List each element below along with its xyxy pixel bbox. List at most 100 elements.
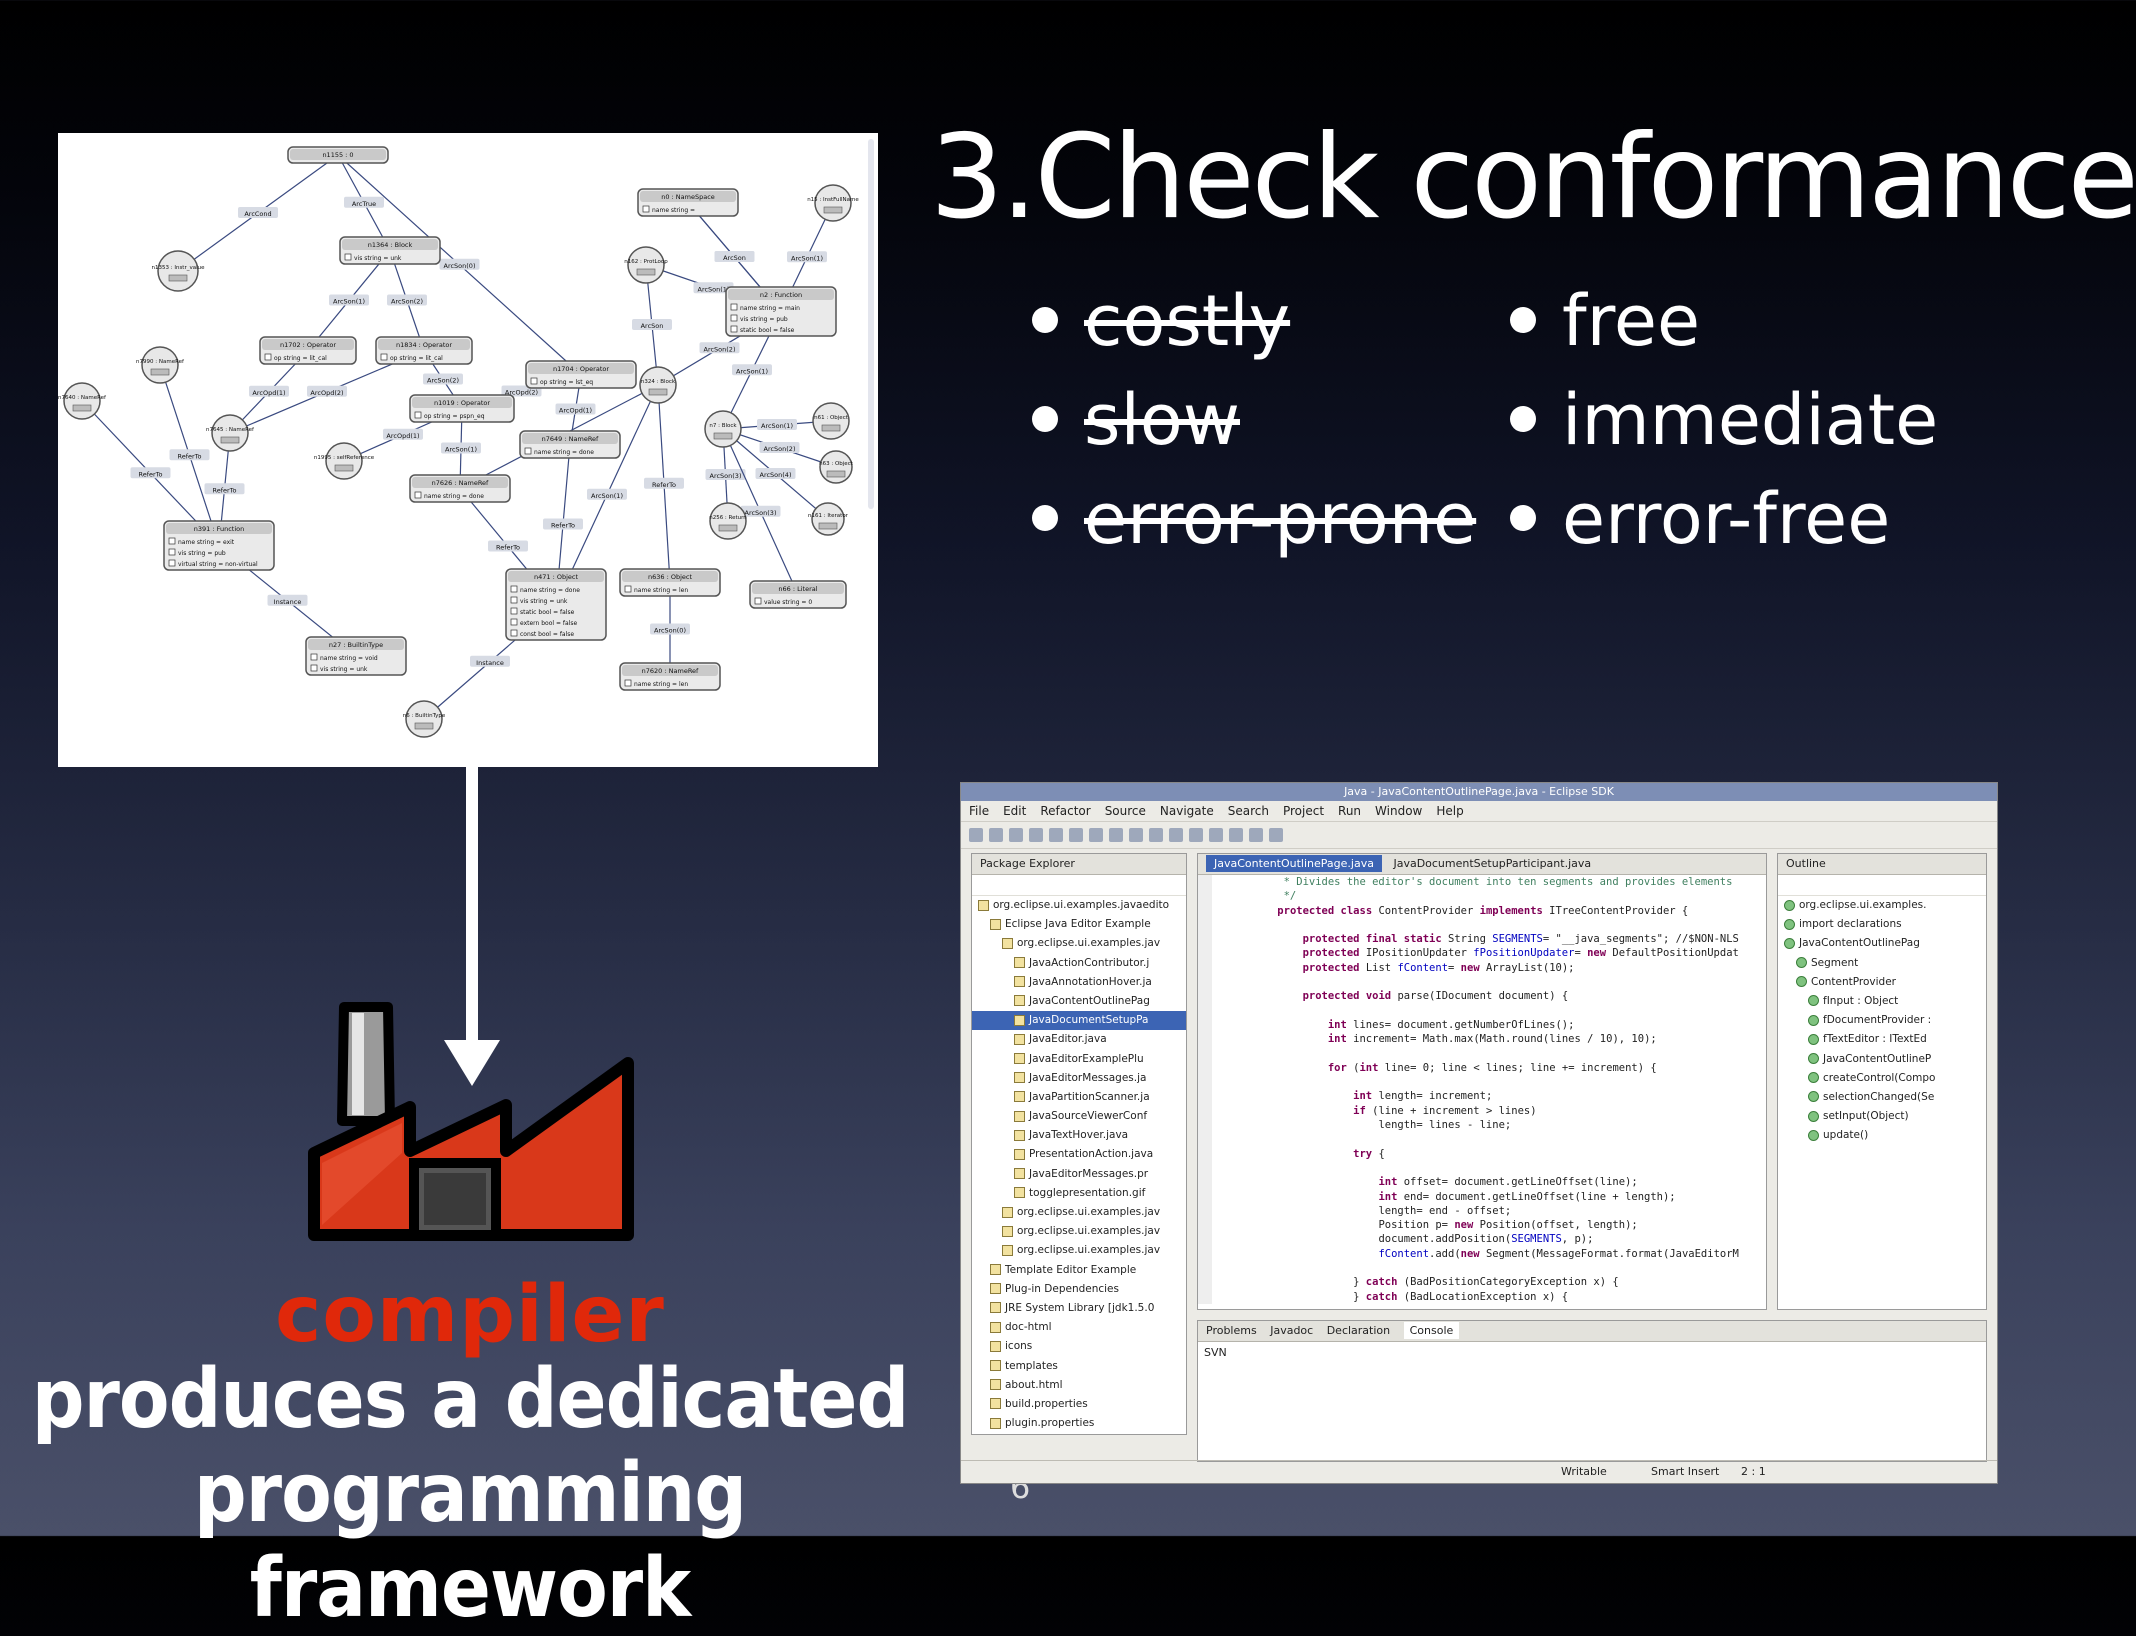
package-tree-item[interactable]: Template Editor Example bbox=[972, 1261, 1186, 1280]
new-java-project-icon[interactable] bbox=[1089, 828, 1103, 842]
tab-javadoc[interactable]: Javadoc bbox=[1270, 1324, 1314, 1337]
package-tree-item[interactable]: JavaPartitionScanner.ja bbox=[972, 1088, 1186, 1107]
caption-line-1: produces a dedicated bbox=[31, 1352, 910, 1447]
file-icon bbox=[1014, 1129, 1025, 1141]
print-icon[interactable] bbox=[1009, 828, 1023, 842]
package-tree-item[interactable]: Eclipse Java Editor Example bbox=[972, 915, 1186, 934]
package-tree-item[interactable]: plugin.properties bbox=[972, 1414, 1186, 1433]
file-icon bbox=[1014, 1033, 1025, 1045]
outline-item[interactable]: fTextEditor : ITextEd bbox=[1778, 1030, 1986, 1049]
next-annotation-icon[interactable] bbox=[1209, 828, 1223, 842]
package-tree-item[interactable]: JavaContentOutlinePag bbox=[972, 992, 1186, 1011]
menu-navigate[interactable]: Navigate bbox=[1159, 804, 1214, 818]
file-icon bbox=[990, 918, 1001, 930]
tab-declaration[interactable]: Declaration bbox=[1326, 1324, 1391, 1337]
editor-tab[interactable]: JavaDocumentSetupParticipant.java bbox=[1393, 857, 1592, 870]
menu-source[interactable]: Source bbox=[1104, 804, 1146, 818]
menu-edit[interactable]: Edit bbox=[1003, 804, 1027, 818]
package-tree-item[interactable]: build.properties bbox=[972, 1395, 1186, 1414]
outline-item[interactable]: JavaContentOutlineP bbox=[1778, 1050, 1986, 1069]
toggle-mark-icon[interactable] bbox=[1189, 828, 1203, 842]
run-icon[interactable] bbox=[1049, 828, 1063, 842]
search-icon[interactable] bbox=[1169, 828, 1183, 842]
graph-node: n324 : Block bbox=[639, 366, 677, 404]
package-tree-item[interactable]: PresentationAction.java bbox=[972, 1145, 1186, 1164]
package-tree-item[interactable]: JavaEditorMessages.pr bbox=[972, 1165, 1186, 1184]
menu-run[interactable]: Run bbox=[1338, 804, 1362, 818]
package-tree-item[interactable]: JavaEditorExamplePlu bbox=[972, 1050, 1186, 1069]
package-tree-item[interactable]: JavaAnnotationHover.ja bbox=[972, 973, 1186, 992]
tab-console[interactable]: Console bbox=[1403, 1322, 1460, 1339]
package-explorer-toolbar bbox=[972, 875, 1186, 896]
menu-window[interactable]: Window bbox=[1375, 804, 1423, 818]
package-tree-item[interactable]: JavaActionContributor.j bbox=[972, 954, 1186, 973]
new-package-icon[interactable] bbox=[1109, 828, 1123, 842]
package-tree-item[interactable]: templates bbox=[972, 1357, 1186, 1376]
code-line bbox=[1252, 1132, 1766, 1146]
package-tree-item[interactable]: org.eclipse.ui.examples.jav bbox=[972, 1222, 1186, 1241]
open-type-icon[interactable] bbox=[1149, 828, 1163, 842]
graph-edge-label: ArcSon(3) bbox=[740, 505, 781, 517]
outline-tab[interactable]: Outline bbox=[1778, 854, 1986, 875]
package-tree-item[interactable]: JavaSourceViewerConf bbox=[972, 1107, 1186, 1126]
outline-item[interactable]: fInput : Object bbox=[1778, 992, 1986, 1011]
outline-item[interactable]: Segment bbox=[1778, 954, 1986, 973]
outline-item[interactable]: org.eclipse.ui.examples. bbox=[1778, 896, 1986, 915]
package-tree-item[interactable]: JavaEditorMessages.ja bbox=[972, 1069, 1186, 1088]
outline-item[interactable]: ContentProvider bbox=[1778, 973, 1986, 992]
external-tools-icon[interactable] bbox=[1069, 828, 1083, 842]
outline-toolbar bbox=[1778, 875, 1986, 896]
package-tree-item[interactable]: doc-html bbox=[972, 1318, 1186, 1337]
menu-project[interactable]: Project bbox=[1282, 804, 1325, 818]
svg-text:op string = pspn_eq: op string = pspn_eq bbox=[424, 413, 485, 420]
code-area[interactable]: * Divides the editor's document into ten… bbox=[1198, 875, 1766, 1304]
menu-file[interactable]: File bbox=[969, 804, 990, 818]
package-tree-item[interactable]: togglepresentation.gif bbox=[972, 1184, 1186, 1203]
code-line: protected void parse(IDocument document)… bbox=[1302, 990, 1569, 1003]
save-icon[interactable] bbox=[989, 828, 1003, 842]
package-tree-item[interactable]: JavaTextHover.java bbox=[972, 1126, 1186, 1145]
file-icon bbox=[1014, 1110, 1025, 1122]
back-icon[interactable] bbox=[1249, 828, 1263, 842]
package-tree-item[interactable]: JRE System Library [jdk1.5.0 bbox=[972, 1299, 1186, 1318]
code-line: fContent.add(new Segment(MessageFormat.f… bbox=[1378, 1247, 1739, 1260]
outline-item[interactable]: update() bbox=[1778, 1126, 1986, 1145]
menu-refactor[interactable]: Refactor bbox=[1040, 804, 1091, 818]
package-tree-item[interactable]: org.eclipse.ui.examples.jav bbox=[972, 1203, 1186, 1222]
package-tree-item[interactable]: org.eclipse.ui.examples.javaedito bbox=[972, 896, 1186, 915]
console-view: Problems Javadoc Declaration Console SVN bbox=[1197, 1320, 1987, 1462]
package-tree-item[interactable]: icons bbox=[972, 1337, 1186, 1356]
svg-text:n66 : Literal: n66 : Literal bbox=[778, 585, 817, 593]
svg-text:name string = main: name string = main bbox=[740, 305, 800, 312]
package-tree-item[interactable]: Plug-in Dependencies bbox=[972, 1280, 1186, 1299]
svg-text:ArcTrue: ArcTrue bbox=[352, 200, 376, 208]
package-tree-item[interactable]: JavaEditor.java bbox=[972, 1030, 1186, 1049]
package-tree-item[interactable]: org.eclipse.ui.examples.jav bbox=[972, 1241, 1186, 1260]
outline-item[interactable]: fDocumentProvider : bbox=[1778, 1011, 1986, 1030]
package-tree-item[interactable]: JavaDocumentSetupPa bbox=[972, 1011, 1186, 1031]
outline-item[interactable]: createControl(Compo bbox=[1778, 1069, 1986, 1088]
svg-text:vis string = unk: vis string = unk bbox=[320, 666, 368, 673]
menu-help[interactable]: Help bbox=[1436, 804, 1464, 818]
outline-item[interactable]: setInput(Object) bbox=[1778, 1107, 1986, 1126]
editor-tab-active[interactable]: JavaContentOutlinePage.java bbox=[1206, 855, 1382, 872]
tab-problems[interactable]: Problems bbox=[1206, 1324, 1257, 1337]
outline-item[interactable]: import declarations bbox=[1778, 915, 1986, 934]
model-graph-svg: ArcCondArcTrueArcSon(0)ArcSon(1)ArcSon(2… bbox=[58, 146, 859, 738]
package-tree-item[interactable]: about.html bbox=[972, 1376, 1186, 1395]
debug-icon[interactable] bbox=[1029, 828, 1043, 842]
outline-item[interactable]: JavaContentOutlinePag bbox=[1778, 934, 1986, 953]
svg-text:Instance: Instance bbox=[274, 598, 302, 606]
new-class-icon[interactable] bbox=[1129, 828, 1143, 842]
previous-annotation-icon[interactable] bbox=[1229, 828, 1243, 842]
forward-icon[interactable] bbox=[1269, 828, 1283, 842]
new-icon[interactable] bbox=[969, 828, 983, 842]
menu-search[interactable]: Search bbox=[1227, 804, 1269, 818]
member-icon bbox=[1784, 937, 1795, 949]
outline-item[interactable]: selectionChanged(Se bbox=[1778, 1088, 1986, 1107]
package-tree-item[interactable]: org.eclipse.ui.examples.jav bbox=[972, 934, 1186, 953]
svg-text:name string = done: name string = done bbox=[520, 587, 580, 594]
package-explorer-tab[interactable]: Package Explorer bbox=[972, 854, 1186, 875]
graph-edge-label: ArcTrue bbox=[344, 196, 384, 208]
